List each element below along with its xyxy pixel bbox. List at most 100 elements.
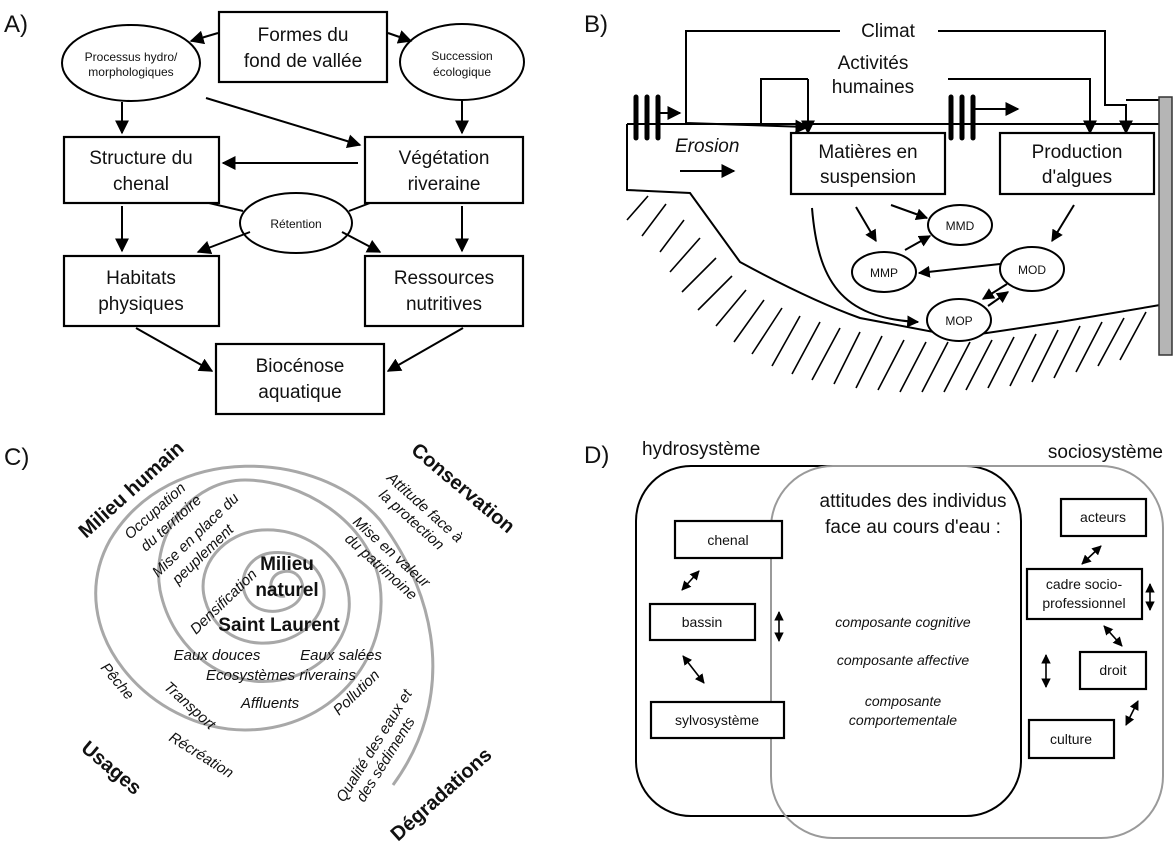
arrow-retention-ressources	[341, 231, 382, 253]
arrow-mod-mop	[981, 283, 1008, 300]
activites-l2: humaines	[832, 77, 914, 98]
node-structure-l1: Structure du	[89, 148, 193, 169]
saint-laurent-label: Saint Laurent	[218, 615, 340, 636]
node-sylvosysteme-label: sylvosystème	[675, 712, 759, 728]
panel-d: D) hydrosystème sociosystème attitudes d…	[584, 439, 1164, 839]
node-processus	[61, 24, 201, 102]
cognitive-label: composante cognitive	[835, 614, 971, 630]
transport-label: Transport	[160, 678, 219, 733]
arrow-retention-habitats	[196, 231, 251, 255]
node-ressources-l1: Ressources	[394, 268, 494, 289]
node-biocenose-l1: Biocénose	[256, 356, 345, 377]
node-vegetation-l1: Végétation	[399, 148, 490, 169]
node-mmd-label: MMD	[946, 219, 975, 233]
node-succession-l2: écologique	[433, 65, 491, 79]
panel-b-label: B)	[584, 11, 608, 38]
node-mod	[999, 246, 1065, 292]
comportementale-l1: composante	[865, 693, 941, 709]
eaux-salees-label: Eaux salées	[300, 647, 382, 664]
node-matieres-l1: Matières en	[818, 142, 917, 163]
node-droit-label: droit	[1099, 662, 1126, 678]
node-matieres	[789, 131, 947, 196]
node-droit	[1078, 650, 1148, 691]
arrow-mmp-mmd	[904, 235, 932, 251]
arrow-formes-processus	[189, 30, 219, 45]
panel-a: A) Formes du fond de vallée Processus hy…	[4, 10, 525, 416]
usages-label: Usages	[77, 737, 146, 800]
erosion-label: Erosion	[675, 136, 739, 157]
pillar-wall	[1158, 96, 1173, 356]
node-formes-l2: fond de vallée	[244, 51, 362, 72]
node-formes-l1: Formes du	[258, 25, 349, 46]
node-succession	[399, 23, 525, 101]
affluents-label: Affluents	[240, 695, 300, 712]
attitudes-l2: face au cours d'eau :	[825, 517, 1001, 538]
node-culture-label: culture	[1050, 731, 1092, 747]
attitudes-l1: attitudes des individus	[820, 491, 1007, 512]
line-activites-left	[760, 78, 808, 125]
node-production-l2: d'algues	[1042, 167, 1112, 188]
panel-d-label: D)	[584, 442, 609, 469]
d-arrows	[681, 545, 1155, 726]
node-structure	[62, 135, 221, 205]
node-bassin-label: bassin	[682, 614, 722, 630]
node-vegetation-l2: riveraine	[408, 174, 481, 195]
peche-label: Pêche	[97, 660, 137, 704]
node-cadre	[1025, 567, 1144, 621]
spiral-ring-outer	[94, 464, 435, 786]
activites-l1: Activités	[838, 53, 909, 74]
node-retention	[239, 192, 353, 254]
node-acteurs-label: acteurs	[1080, 509, 1126, 525]
node-habitats-l2: physiques	[98, 294, 184, 315]
milieu-naturel-l2: naturel	[255, 580, 318, 601]
node-production-l1: Production	[1032, 142, 1123, 163]
node-mop	[926, 298, 992, 342]
comportementale-l2: comportementale	[849, 712, 957, 728]
hydrosysteme-label: hydrosystème	[642, 439, 760, 460]
bank-hatching	[626, 195, 1147, 393]
node-mmp-label: MMP	[870, 266, 898, 280]
degradations-label: Dégradations	[387, 744, 497, 843]
eaux-douces-label: Eaux douces	[174, 647, 261, 664]
recreation-label: Récréation	[166, 729, 237, 782]
arrow-climat-algues	[938, 30, 1133, 135]
node-cadre-l1: cadre socio-	[1046, 576, 1123, 592]
node-biocenose	[214, 342, 386, 416]
node-formes	[217, 10, 389, 84]
arrow-mop-mod	[987, 291, 1009, 307]
line-structure-retention	[208, 202, 244, 212]
node-chenal	[673, 519, 784, 560]
milieu-naturel-l1: Milieu	[260, 554, 314, 575]
spiral-ring-inner	[269, 569, 297, 598]
node-mmp	[851, 251, 917, 293]
node-culture	[1027, 718, 1116, 760]
node-biocenose-l2: aquatique	[258, 382, 341, 403]
arrow-activites-algues	[948, 78, 1097, 135]
sociosysteme-region	[770, 465, 1164, 839]
node-succession-l1: Succession	[431, 49, 492, 63]
arrow-habitats-biocenose	[135, 327, 214, 372]
inflow-bars-right	[948, 94, 1020, 141]
panel-b: B) Climat Activités humaines	[584, 11, 1173, 393]
node-processus-l1: Processus hydro/	[85, 50, 178, 64]
river-channel	[626, 123, 1161, 339]
node-bassin	[648, 602, 757, 642]
node-habitats	[62, 254, 221, 328]
panel-c: C) Milieu humain Conservation Usages Dég…	[4, 437, 519, 843]
arrow-matieres-mop	[811, 207, 920, 328]
inflow-bars-left	[633, 94, 682, 141]
arrow-ressources-biocenose	[386, 327, 464, 372]
node-structure-l2: chenal	[113, 174, 169, 195]
node-production	[998, 131, 1156, 196]
node-chenal-label: chenal	[707, 532, 748, 548]
node-matieres-l2: suspension	[820, 167, 916, 188]
sociosysteme-label: sociosystème	[1048, 442, 1163, 463]
node-ressources	[363, 254, 525, 328]
node-mod-label: MOD	[1018, 263, 1046, 277]
node-habitats-l1: Habitats	[106, 268, 176, 289]
node-cadre-l2: professionnel	[1042, 595, 1125, 611]
arrow-processus-vegetation	[205, 97, 362, 149]
panel-c-label: C)	[4, 444, 29, 471]
node-retention-label: Rétention	[270, 217, 321, 231]
